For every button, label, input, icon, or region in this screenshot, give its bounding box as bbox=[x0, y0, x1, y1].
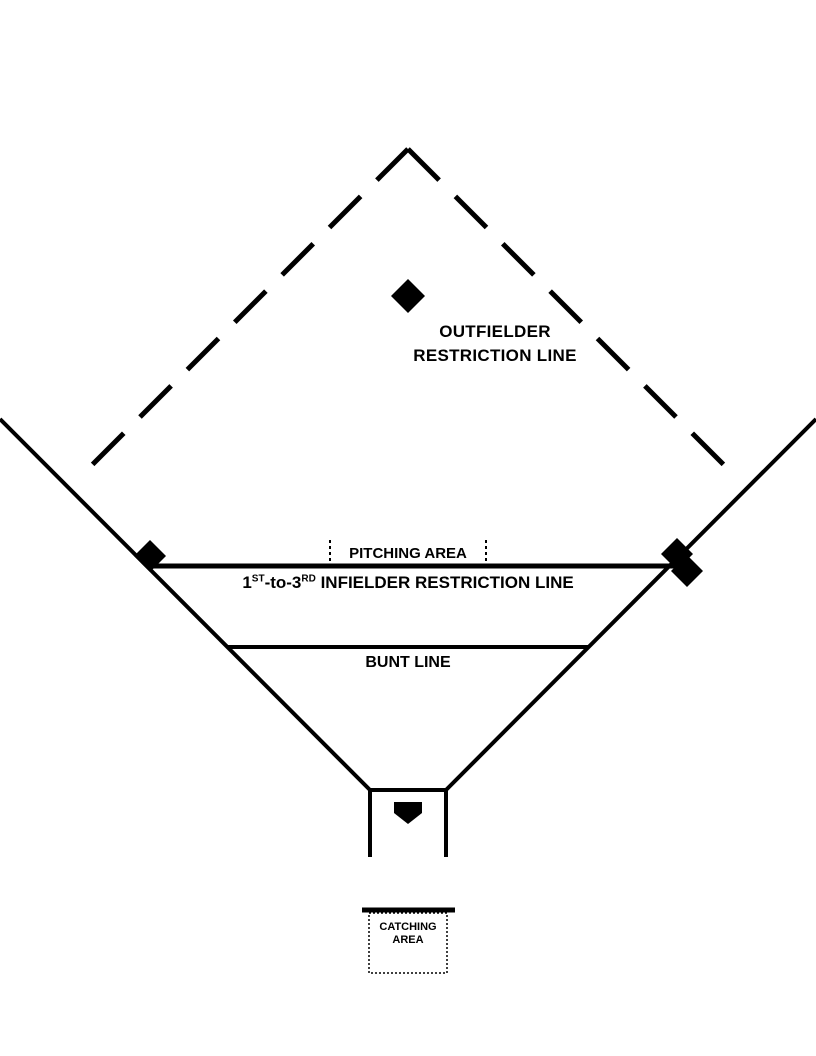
right-double-base-marker-icon bbox=[671, 555, 703, 587]
infielder-label-rest: INFIELDER RESTRICTION LINE bbox=[315, 573, 574, 592]
outfielder-restriction-label: OUTFIELDER RESTRICTION LINE bbox=[385, 320, 605, 368]
pitching-area-label-text: PITCHING AREA bbox=[349, 545, 467, 562]
pitching-area-label: PITCHING AREA bbox=[338, 545, 478, 562]
catching-area-dotted-box bbox=[368, 912, 448, 974]
catching-label-line2: AREA bbox=[392, 934, 424, 946]
infielder-label-mid: -to-3 bbox=[264, 573, 302, 592]
bunt-line-label-text: BUNT LINE bbox=[365, 654, 451, 671]
outfielder-restriction-line-right bbox=[406, 147, 739, 480]
outfielder-label-line2: RESTRICTION LINE bbox=[413, 346, 577, 365]
home-plate-icon bbox=[394, 802, 422, 824]
infielder-label-sup2: RD bbox=[301, 573, 316, 585]
outfielder-restriction-line-left bbox=[77, 147, 410, 480]
catching-label-line1: CATCHING bbox=[379, 921, 437, 933]
left-base-marker-icon bbox=[134, 540, 166, 572]
infielder-label-sup1: ST bbox=[251, 573, 265, 585]
outfielder-label-line1: OUTFIELDER bbox=[439, 322, 551, 341]
second-base-marker-icon bbox=[391, 279, 425, 313]
infielder-restriction-label: 1ST-to-3RD INFIELDER RESTRICTION LINE bbox=[158, 573, 658, 593]
foul-line-left bbox=[0, 417, 372, 792]
infielder-label-num: 1 bbox=[242, 573, 252, 592]
catching-area-label: CATCHING AREA bbox=[368, 921, 448, 947]
bunt-line-label: BUNT LINE bbox=[308, 653, 508, 672]
foul-line-right bbox=[444, 417, 816, 792]
